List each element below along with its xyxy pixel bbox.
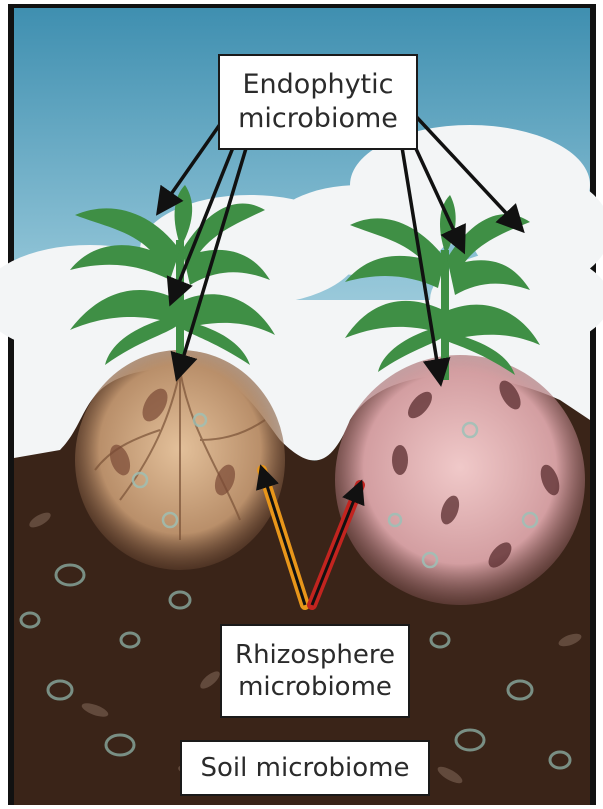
soil-microbiome-label: Soil microbiome <box>180 740 430 796</box>
rhizosphere-label-line2: microbiome <box>238 671 392 704</box>
endophytic-label-line2: microbiome <box>238 102 398 136</box>
endophytic-label-line1: Endophytic <box>243 68 394 102</box>
rhizosphere-label-line1: Rhizosphere <box>235 639 395 672</box>
soil-label-text: Soil microbiome <box>201 752 410 785</box>
root-zone-right <box>335 355 585 605</box>
rhizosphere-microbiome-label: Rhizosphere microbiome <box>220 624 410 718</box>
root-zone-left <box>75 350 285 570</box>
endophytic-microbiome-label: Endophytic microbiome <box>218 54 418 150</box>
